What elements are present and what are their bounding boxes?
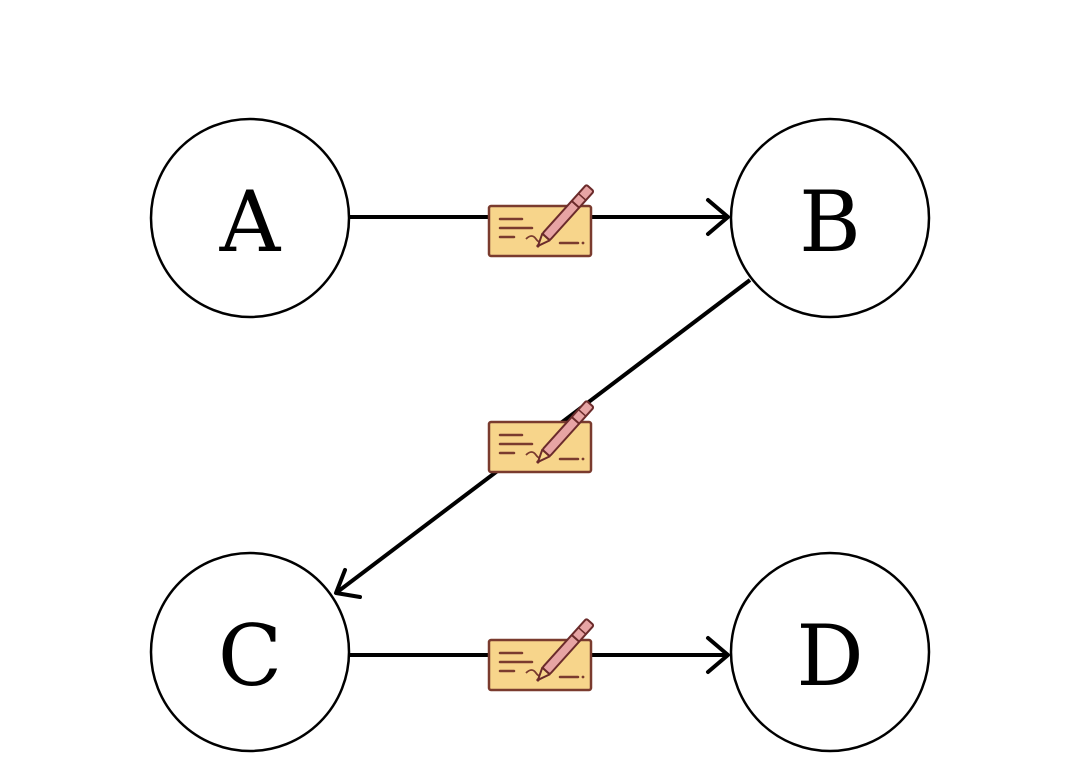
node-b: B xyxy=(729,117,931,319)
node-b-label: B xyxy=(799,173,861,271)
node-d: D xyxy=(729,551,931,753)
node-c-label: C xyxy=(218,607,282,705)
cheque-with-pen-icon xyxy=(487,183,596,258)
node-c: C xyxy=(149,551,351,753)
edge-b-c-arrowhead xyxy=(334,568,362,599)
node-a-label: A xyxy=(219,173,282,271)
node-d-circle xyxy=(729,551,931,753)
node-c-circle xyxy=(149,551,351,753)
node-a: A xyxy=(149,117,351,319)
edge-c-d-arrowhead xyxy=(706,636,730,674)
node-b-circle xyxy=(729,117,931,319)
cheque-with-pen-icon xyxy=(487,399,596,474)
edge-a-b-arrowhead xyxy=(706,198,730,236)
cheque-with-pen-icon xyxy=(487,617,596,692)
node-d-label: D xyxy=(796,607,863,705)
node-a-circle xyxy=(149,117,351,319)
